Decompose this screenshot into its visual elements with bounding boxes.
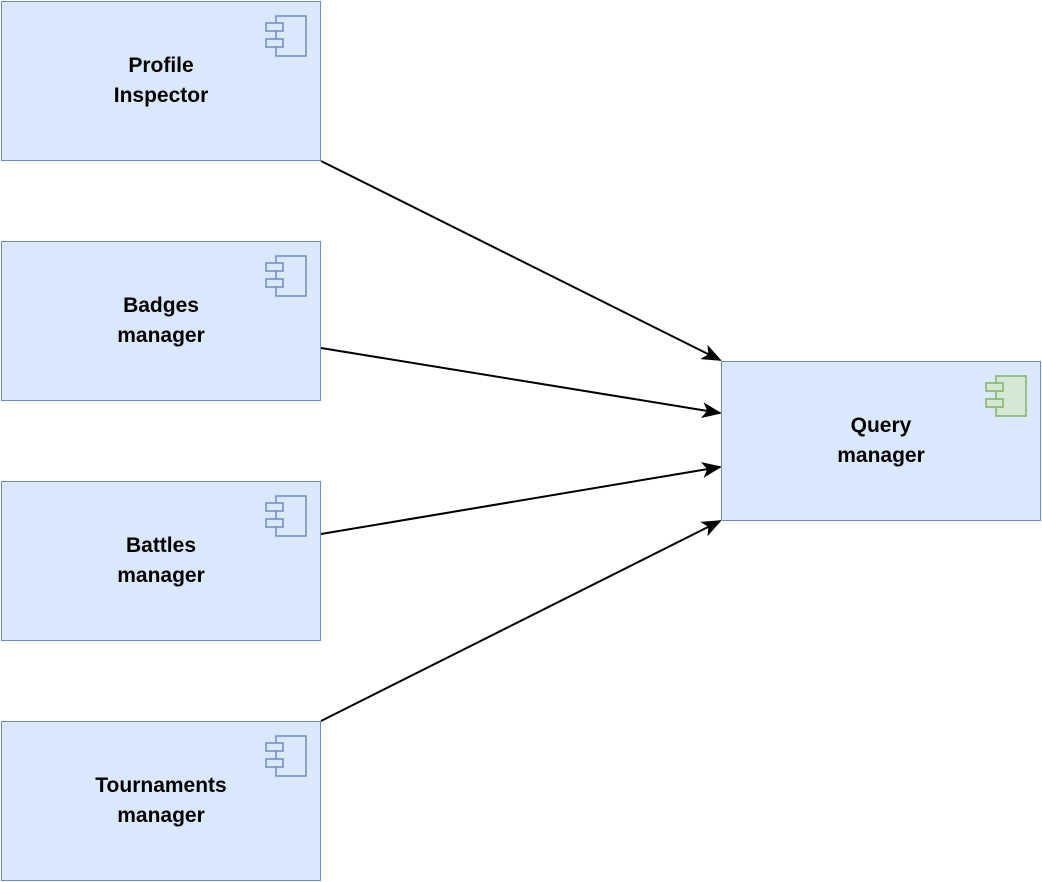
- component-icon: [985, 375, 1027, 417]
- node-label: Query manager: [837, 414, 925, 467]
- edge-tournaments-to-query: [320, 520, 722, 722]
- node-tournaments-manager[interactable]: Tournaments manager: [1, 721, 321, 881]
- node-label: Tournaments manager: [95, 774, 227, 827]
- component-icon: [265, 255, 307, 297]
- node-label: Battles manager: [117, 534, 205, 587]
- node-query-manager[interactable]: Query manager: [721, 361, 1041, 521]
- component-icon: [265, 735, 307, 777]
- node-label: Badges manager: [117, 294, 205, 347]
- component-icon: [265, 495, 307, 537]
- component-icon: [265, 15, 307, 57]
- node-badges-manager[interactable]: Badges manager: [1, 241, 321, 401]
- edge-battles-to-query: [320, 462, 722, 535]
- node-battles-manager[interactable]: Battles manager: [1, 481, 321, 641]
- node-profile-inspector[interactable]: Profile Inspector: [1, 1, 321, 161]
- edge-profile-to-query: [320, 160, 722, 361]
- edge-badges-to-query: [320, 347, 722, 419]
- node-label: Profile Inspector: [113, 54, 209, 107]
